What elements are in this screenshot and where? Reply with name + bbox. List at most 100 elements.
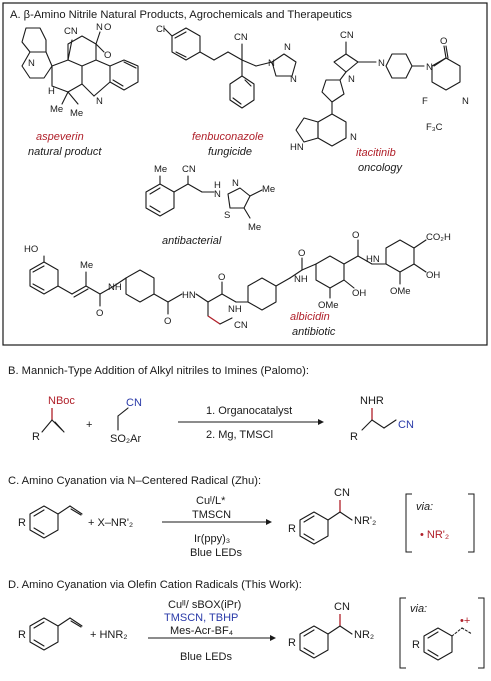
albicidin-category: antibiotic bbox=[292, 326, 336, 338]
antibacterial-category: antibacterial bbox=[162, 235, 222, 247]
fenbuconazole-cn-label: CN bbox=[234, 32, 248, 43]
fenbuconazole-cl-label: Cl bbox=[156, 24, 165, 35]
albicidin-nh1-label: NH bbox=[108, 282, 122, 293]
albicidin-cn-label: CN bbox=[234, 320, 248, 331]
itacitinib-hn-label: HN bbox=[290, 142, 304, 153]
antibacterial-me-label: Me bbox=[154, 164, 167, 175]
fenbuconazole-structure bbox=[163, 27, 297, 109]
panel-d-title: D. Amino Cyanation via Olefin Cation Rad… bbox=[8, 579, 302, 591]
aspeverin-n2-label: N bbox=[28, 58, 35, 69]
itacitinib-category: oncology bbox=[358, 162, 404, 174]
aspeverin-o2-label: O bbox=[104, 22, 111, 33]
panel-b-product-r: R bbox=[350, 431, 358, 443]
panel-c-product-nr2: NR'₂ bbox=[354, 515, 376, 527]
panel-c-via-bracket-left bbox=[405, 493, 412, 553]
itacitinib-name: itacitinib bbox=[356, 147, 396, 159]
panel-d-via-r: R bbox=[412, 639, 420, 651]
panel-c-condition-above-1: Cuᴵ/L* bbox=[196, 495, 226, 507]
panel-c-condition-below-2: Blue LEDs bbox=[190, 547, 242, 559]
albicidin-nh2-label: NH bbox=[228, 304, 242, 315]
panel-c-via-species: • NR'₂ bbox=[420, 529, 449, 541]
panel-d-via-arene bbox=[423, 627, 453, 661]
panel-d-reagent: + HNR₂ bbox=[90, 629, 128, 641]
panel-c-via-label: via: bbox=[416, 501, 433, 513]
albicidin-co2h-label: CO₂H bbox=[426, 232, 451, 243]
panel-c-reagent: + X–NR'₂ bbox=[88, 517, 133, 529]
itacitinib-f-label: F bbox=[422, 96, 428, 107]
albicidin-oh1-label: OH bbox=[352, 288, 366, 299]
itacitinib-n4-label: N bbox=[348, 74, 355, 85]
albicidin-oh2-label: OH bbox=[426, 270, 440, 281]
aspeverin-n-label: N bbox=[96, 22, 103, 33]
albicidin-hn2-label: HN bbox=[366, 254, 380, 265]
albicidin-structure bbox=[29, 239, 427, 325]
albicidin-name: albicidin bbox=[290, 311, 330, 323]
panel-c-product-cn: CN bbox=[334, 487, 350, 499]
panel-d-via-bracket-right bbox=[478, 597, 485, 669]
antibacterial-cn-label: CN bbox=[182, 164, 196, 175]
panel-b-condition-1: 1. Organocatalyst bbox=[206, 405, 292, 417]
panel-a-title: A. β-Amino Nitrile Natural Products, Agr… bbox=[10, 9, 352, 21]
aspeverin-n3-label: N bbox=[96, 96, 103, 107]
panel-d-product-cn: CN bbox=[334, 601, 350, 613]
itacitinib-o-label: O bbox=[440, 36, 447, 47]
itacitinib-n2-label: N bbox=[426, 62, 433, 73]
aspeverin-o-label: O bbox=[104, 50, 111, 61]
antibacterial-structure bbox=[145, 175, 263, 219]
fenbuconazole-n3-label: N bbox=[290, 74, 297, 85]
albicidin-o1-label: O bbox=[96, 308, 103, 319]
panel-d-condition-above-2: TMSCN, TBHP bbox=[164, 612, 238, 624]
panel-c-condition-above-2: TMSCN bbox=[192, 509, 231, 521]
panel-a-frame bbox=[2, 2, 488, 346]
panel-c-r-label: R bbox=[18, 517, 26, 529]
aspeverin-h-label: H bbox=[48, 86, 55, 97]
albicidin-o4-label: O bbox=[298, 248, 305, 259]
albicidin-me-label: Me bbox=[80, 260, 93, 271]
panel-d-condition-below-1: Blue LEDs bbox=[180, 651, 232, 663]
antibacterial-n-label: N bbox=[214, 189, 221, 200]
panel-c-condition-below-1: Ir(ppy)₃ bbox=[194, 533, 230, 545]
albicidin-ho-label: HO bbox=[24, 244, 38, 255]
itacitinib-n1-label: N bbox=[378, 58, 385, 69]
panel-b-so2ar-label: SO₂Ar bbox=[110, 433, 142, 445]
antibacterial-n2-label: N bbox=[232, 178, 239, 189]
albicidin-o5-label: O bbox=[352, 230, 359, 241]
panel-d: D. Amino Cyanation via Olefin Cation Rad… bbox=[8, 579, 485, 669]
panel-c: C. Amino Cyanation via N–Centered Radica… bbox=[8, 475, 475, 559]
albicidin-ome1-label: OMe bbox=[318, 300, 339, 311]
panel-d-via-species: •+ bbox=[460, 615, 470, 627]
albicidin-ome2-label: OMe bbox=[390, 286, 411, 297]
panel-b-title: B. Mannich-Type Addition of Alkyl nitril… bbox=[8, 365, 309, 377]
panel-d-via-bracket-left bbox=[399, 597, 406, 669]
fenbuconazole-name: fenbuconazole bbox=[192, 131, 264, 143]
albicidin-nh3-label: NH bbox=[294, 274, 308, 285]
antibacterial-me3-label: Me bbox=[248, 222, 261, 233]
itacitinib-cn-label: CN bbox=[340, 30, 354, 41]
aspeverin-me2-label: Me bbox=[70, 108, 83, 119]
panel-b: B. Mannich-Type Addition of Alkyl nitril… bbox=[8, 365, 414, 445]
panel-b-condition-2: 2. Mg, TMSCl bbox=[206, 429, 273, 441]
panel-c-product-r: R bbox=[288, 523, 296, 535]
panel-c-title: C. Amino Cyanation via N–Centered Radica… bbox=[8, 475, 261, 487]
albicidin-o3-label: O bbox=[218, 272, 225, 283]
itacitinib-n3-label: N bbox=[462, 96, 469, 107]
panel-d-r-label: R bbox=[18, 629, 26, 641]
panel-b-cn-label: CN bbox=[126, 397, 142, 409]
panel-b-nboc-label: NBoc bbox=[48, 395, 75, 407]
panel-b-product-nhr: NHR bbox=[360, 395, 384, 407]
antibacterial-s-label: S bbox=[224, 210, 230, 221]
aspeverin-name: aspeverin bbox=[36, 131, 84, 143]
aspeverin-structure bbox=[21, 27, 139, 105]
panel-a: A. β-Amino Nitrile Natural Products, Agr… bbox=[2, 2, 488, 346]
itacitinib-cf3-label: F₃C bbox=[426, 122, 443, 133]
panel-d-condition-above-3: Mes-Acr-BF₄ bbox=[170, 625, 234, 637]
itacitinib-n5-label: N bbox=[350, 132, 357, 143]
panel-b-r-label: R bbox=[32, 431, 40, 443]
aspeverin-me1-label: Me bbox=[50, 104, 63, 115]
fenbuconazole-n2-label: N bbox=[284, 42, 291, 53]
itacitinib-structure bbox=[295, 41, 461, 147]
panel-d-via-label: via: bbox=[410, 603, 427, 615]
antibacterial-me2-label: Me bbox=[262, 184, 275, 195]
aspeverin-category: natural product bbox=[28, 146, 102, 158]
